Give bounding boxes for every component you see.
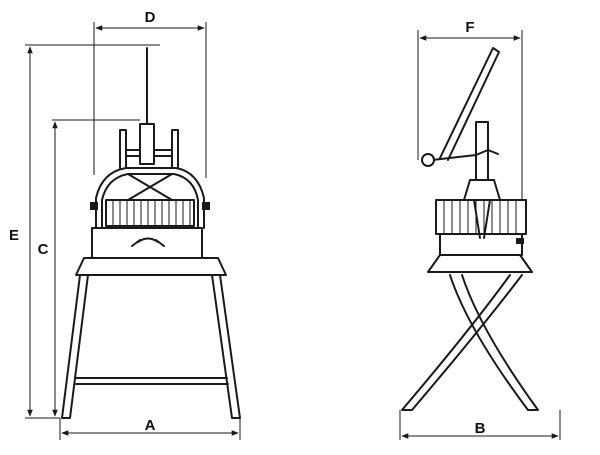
side-stand: [401, 254, 539, 411]
dimension-label-e: E: [9, 227, 19, 244]
side-mechanism: [431, 121, 501, 239]
dimension-lines: [25, 22, 561, 440]
dimension-label-b: B: [475, 420, 486, 437]
side-view: [401, 47, 539, 411]
dimension-label-f: F: [465, 19, 474, 36]
front-rod: [139, 47, 155, 165]
front-base-box: [91, 227, 203, 259]
dimension-label-a: A: [145, 417, 156, 434]
front-view: [61, 47, 241, 419]
dimension-label-c: C: [38, 241, 49, 258]
front-cutter-drum: [90, 199, 210, 227]
side-cutter-drum: [435, 199, 527, 256]
front-stand: [61, 257, 241, 419]
dimension-label-d: D: [145, 9, 156, 26]
side-lever: [421, 47, 500, 167]
